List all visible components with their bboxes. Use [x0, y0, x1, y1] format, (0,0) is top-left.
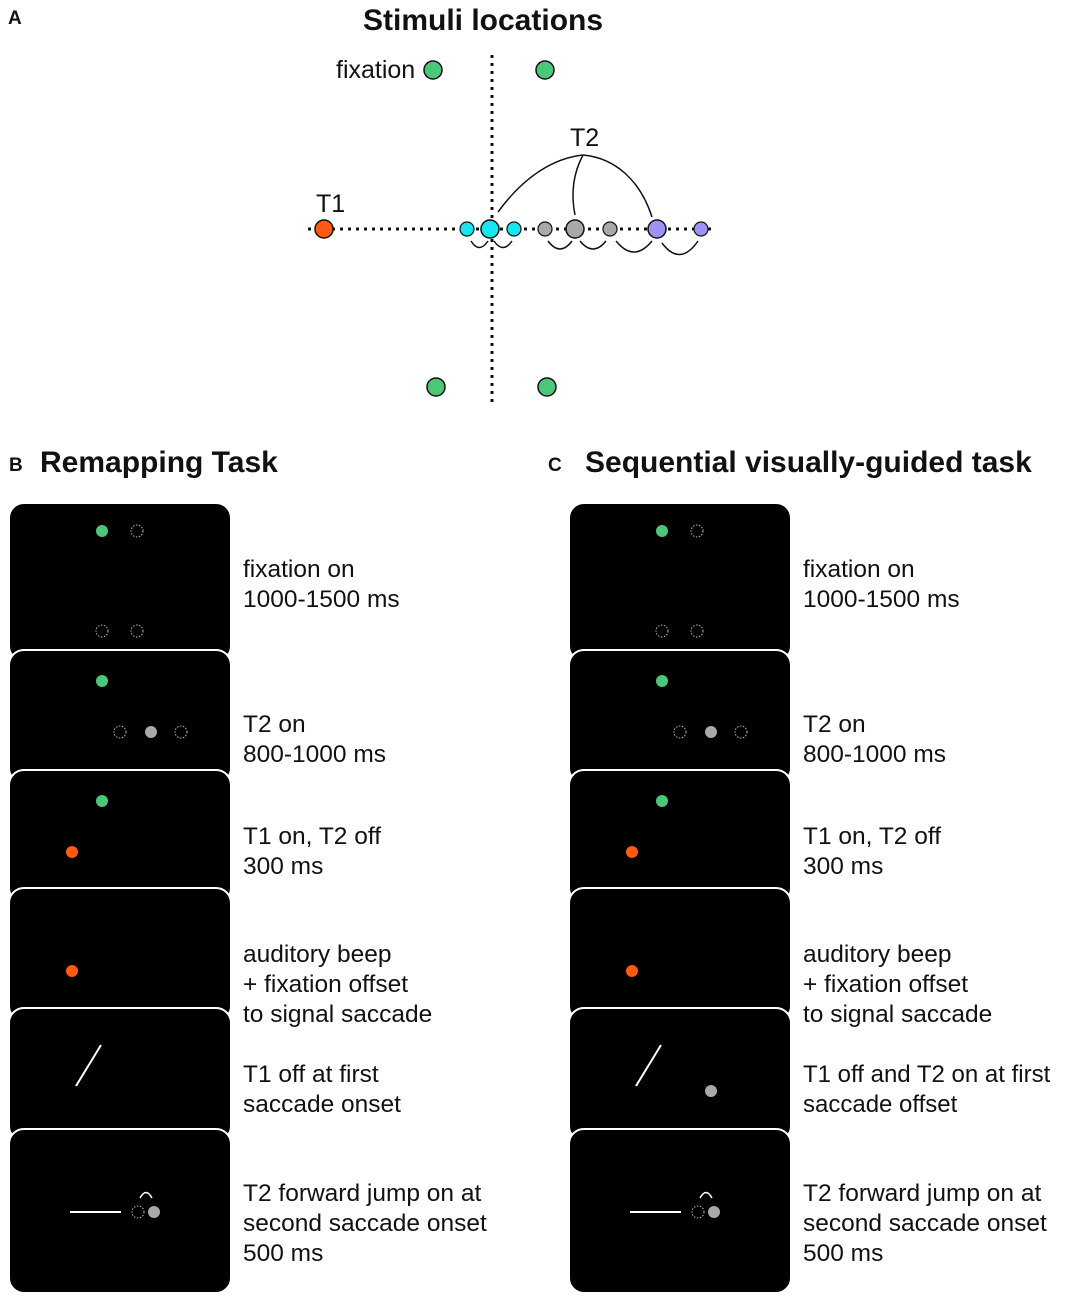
t2-connector [572, 154, 584, 216]
fixation-point [423, 60, 443, 80]
t1-dot [626, 846, 638, 858]
jump-arc [579, 240, 607, 250]
saccade-trace [635, 1044, 662, 1087]
placeholder-ring [130, 524, 144, 538]
placeholder-ring [734, 725, 748, 739]
fixation-dot [96, 795, 108, 807]
fixation-dot [656, 675, 668, 687]
jump-arc [699, 1191, 713, 1199]
t2-dot [148, 1206, 160, 1218]
jump-arc [493, 240, 513, 249]
t2-flank-gray [602, 221, 618, 237]
t1-dot [66, 846, 78, 858]
screen-b1 [8, 502, 232, 662]
screen-c1 [568, 502, 792, 662]
t2-dot [708, 1206, 720, 1218]
t2-dot [705, 726, 717, 738]
screen-c4 [568, 887, 792, 1022]
saccade-trace [75, 1044, 102, 1087]
t2-target-purple [647, 219, 667, 239]
panel-a-letter: A [8, 8, 22, 29]
label-t1: T1 [316, 190, 345, 218]
t1-dot [626, 965, 638, 977]
placeholder-ring [691, 1205, 705, 1219]
fixation-dot [96, 675, 108, 687]
t2-flank-cyan [459, 221, 475, 237]
t1-target [314, 219, 334, 239]
jump-arc [547, 240, 573, 250]
t2-dot [145, 726, 157, 738]
t2-target-gray [565, 219, 585, 239]
screen-c6 [568, 1128, 792, 1294]
placeholder-ring [690, 524, 704, 538]
screen-b5 [8, 1007, 232, 1142]
t2-flank-gray [537, 221, 553, 237]
fixation-point [426, 377, 446, 397]
placeholder-ring [655, 624, 669, 638]
placeholder-ring [130, 624, 144, 638]
screen-c2 [568, 649, 792, 784]
placeholder-ring [113, 725, 127, 739]
placeholder-ring [131, 1205, 145, 1219]
t2-target-cyan [480, 219, 500, 239]
jump-arc [615, 240, 653, 253]
t2-dot [705, 1085, 717, 1097]
placeholder-ring [690, 624, 704, 638]
panel-c-letter: C [548, 455, 562, 476]
t2-flank-purple [693, 221, 709, 237]
panel-a-title: Stimuli locations [363, 4, 604, 37]
screen-b2 [8, 649, 232, 784]
fixation-dot [96, 525, 108, 537]
stimuli-locations-diagram: fixation T1 T2 [308, 55, 712, 405]
placeholder-ring [174, 725, 188, 739]
fixation-point [535, 60, 555, 80]
screen-b6 [8, 1128, 232, 1294]
t2-connector [497, 154, 584, 213]
t2-connector [582, 154, 653, 218]
placeholder-ring [95, 624, 109, 638]
panel-c-title: Sequential visually-guided task [585, 446, 1032, 479]
label-fixation: fixation [336, 56, 415, 84]
placeholder-ring [673, 725, 687, 739]
fixation-dot [656, 525, 668, 537]
screen-c3 [568, 769, 792, 904]
fixation-point [537, 377, 557, 397]
screen-b3 [8, 769, 232, 904]
screen-c5 [568, 1007, 792, 1142]
jump-arc [139, 1191, 153, 1199]
t1-dot [66, 965, 78, 977]
panel-b-title: Remapping Task [40, 446, 278, 479]
jump-arc [661, 240, 699, 256]
jump-arc [470, 240, 489, 249]
label-t2: T2 [570, 124, 599, 152]
t2-flank-cyan [506, 221, 522, 237]
fixation-dot [656, 795, 668, 807]
panel-b-letter: B [9, 455, 23, 476]
screen-b4 [8, 887, 232, 1022]
